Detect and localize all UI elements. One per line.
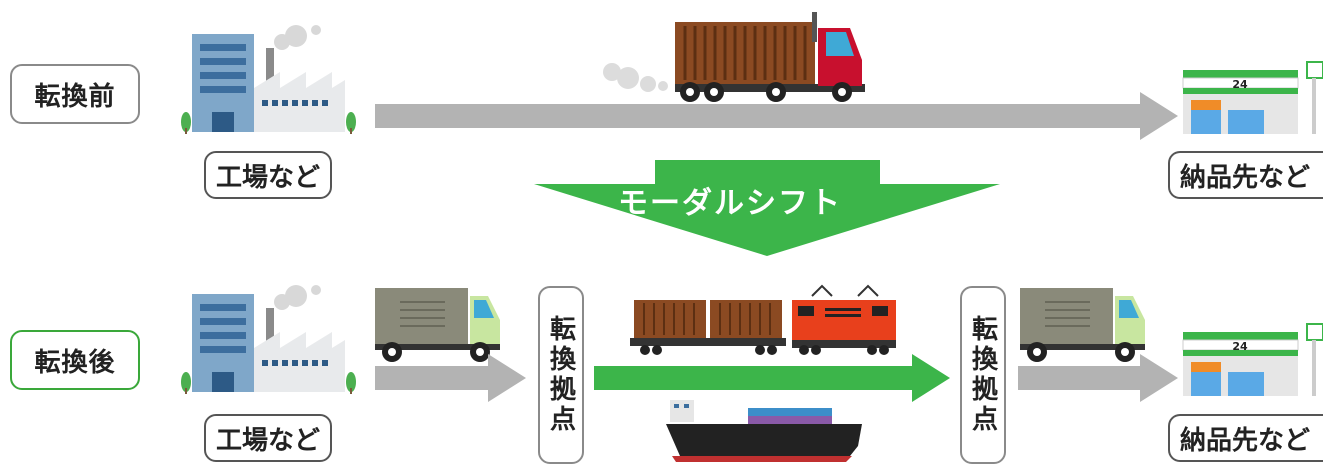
bottom-arrow-green — [594, 354, 950, 402]
delivery-truck-icon-left — [375, 288, 500, 362]
destination-label-bottom: 納品先など — [1168, 414, 1323, 462]
destination-label-top: 納品先など — [1168, 151, 1323, 199]
factory-icon-bottom — [181, 285, 356, 394]
bottom-arrow-1 — [375, 354, 526, 402]
cargo-ship-icon — [666, 400, 862, 462]
modal-shift-arrow — [534, 160, 1000, 256]
hub-label-right: 転換拠点 — [960, 286, 1006, 464]
after-label: 転換後 — [10, 330, 140, 390]
freight-train-icon — [630, 284, 896, 355]
before-label: 転換前 — [10, 64, 140, 124]
convenience-store-icon-bottom — [1182, 323, 1323, 396]
bottom-arrow-2 — [1018, 354, 1178, 402]
store-sign-top: 24 — [1232, 78, 1248, 91]
factory-label-top: 工場など — [204, 151, 332, 199]
factory-label-bottom: 工場など — [204, 414, 332, 462]
store-sign-bottom: 24 — [1232, 340, 1248, 353]
modal-shift-label: モーダルシフト — [618, 186, 842, 221]
top-transport-arrow — [375, 92, 1178, 140]
hub-label-left: 転換拠点 — [538, 286, 584, 464]
convenience-store-icon-top — [1182, 61, 1323, 134]
delivery-truck-icon-right — [1020, 288, 1145, 362]
factory-icon-top — [181, 25, 356, 134]
trailer-truck-icon — [603, 12, 865, 102]
